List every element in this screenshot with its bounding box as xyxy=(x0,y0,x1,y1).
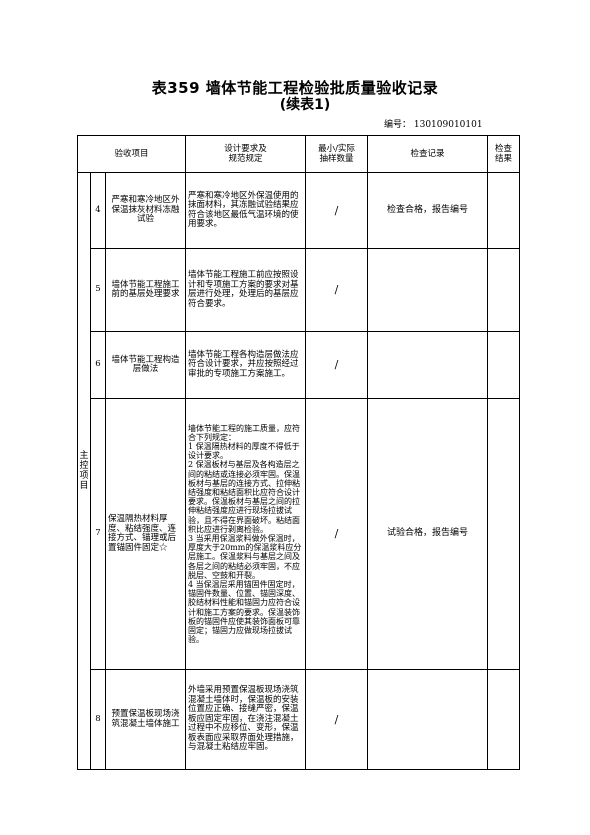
table-row: 5 墙体节能工程施工前的基层处理要求 墙体节能工程施工前应按照设计和专项施工方案… xyxy=(78,248,520,332)
document-number: 编号： 130109010101 xyxy=(384,120,483,130)
row-quantity: / xyxy=(305,172,368,249)
row-item: 墙体节能工程施工前的基层处理要求 xyxy=(105,248,186,332)
row-requirement: 墙体节能工程的施工质量，应符合下列规定： 1 保温隔热材料的厚度不得低于设计要求… xyxy=(185,398,306,670)
inspection-table: 验收项目 设计要求及 规范规定 最小/实际 抽样数量 检查记录 检查 结果 主 … xyxy=(77,135,520,770)
row-record xyxy=(367,669,488,770)
table-row: 6 墙体节能工程构造层做法 墙体节能工程各构造层做法应符合设计要求，并应按照经过… xyxy=(78,331,520,399)
row-requirement: 严寒和寒冷地区外保温使用的抹面材料，其冻融试验结果应符合该地区最低气温环境的使用… xyxy=(185,172,306,249)
row-requirement: 墙体节能工程各构造层做法应符合设计要求，并应按照经过审批的专项施工方案施工。 xyxy=(185,331,306,399)
header-item: 验收项目 xyxy=(77,135,186,173)
row-record xyxy=(367,248,488,332)
row-item: 严寒和寒冷地区外保温抹灰材料冻融试验 xyxy=(105,172,186,249)
row-record xyxy=(367,331,488,399)
header-row: 验收项目 设计要求及 规范规定 最小/实际 抽样数量 检查记录 检查 结果 xyxy=(77,135,520,173)
row-number: 5 xyxy=(90,248,106,332)
table-row: 主 控 项 目 4 严寒和寒冷地区外保温抹灰材料冻融试验 严寒和寒冷地区外保温使… xyxy=(77,172,520,770)
row-result xyxy=(487,172,520,249)
row-quantity: / xyxy=(305,398,368,670)
header-record: 检查记录 xyxy=(367,135,488,173)
table-row: 8 预置保温板现场浇筑混凝土墙体施工 外墙采用预置保温板现场浇筑混凝土墙体时，保… xyxy=(78,669,520,770)
row-number: 6 xyxy=(90,331,106,399)
row-quantity: / xyxy=(305,248,368,332)
page-title: 表359 墙体节能工程检验批质量验收记录 xyxy=(151,79,439,97)
row-quantity: / xyxy=(305,669,368,770)
row-item: 预置保温板现场浇筑混凝土墙体施工 xyxy=(105,669,186,770)
header-result: 检查 结果 xyxy=(487,135,520,173)
row-result xyxy=(487,669,520,770)
row-result xyxy=(487,248,520,332)
row-requirement: 外墙采用预置保温板现场浇筑混凝土墙体时，保温板的安装位置应正确、接缝严密，保温板… xyxy=(185,669,306,770)
row-result xyxy=(487,398,520,670)
row-requirement: 墙体节能工程施工前应按照设计和专项施工方案的要求对基层进行处理，处理后的基层应符… xyxy=(185,248,306,332)
header-quantity: 最小/实际 抽样数量 xyxy=(305,135,368,173)
table-row: 7 保温隔热材料厚度、粘结强度、连接方式、锚理或后置锚固件固定☆ 墙体节能工程的… xyxy=(78,398,520,670)
row-number: 8 xyxy=(90,669,106,770)
row-item: 保温隔热材料厚度、粘结强度、连接方式、锚理或后置锚固件固定☆ xyxy=(105,398,186,670)
row-quantity: / xyxy=(305,331,368,399)
row-number: 4 xyxy=(90,172,106,249)
row-number: 7 xyxy=(90,398,106,670)
row-record: 检查合格，报告编号 xyxy=(367,172,488,249)
header-requirement: 设计要求及 规范规定 xyxy=(185,135,306,173)
row-result xyxy=(487,331,520,399)
row-item: 墙体节能工程构造层做法 xyxy=(105,331,186,399)
page-subtitle: (续表1) xyxy=(279,97,331,113)
row-record: 试验合格，报告编号 xyxy=(367,398,488,670)
main-control-label: 主 控 项 目 xyxy=(77,172,91,770)
